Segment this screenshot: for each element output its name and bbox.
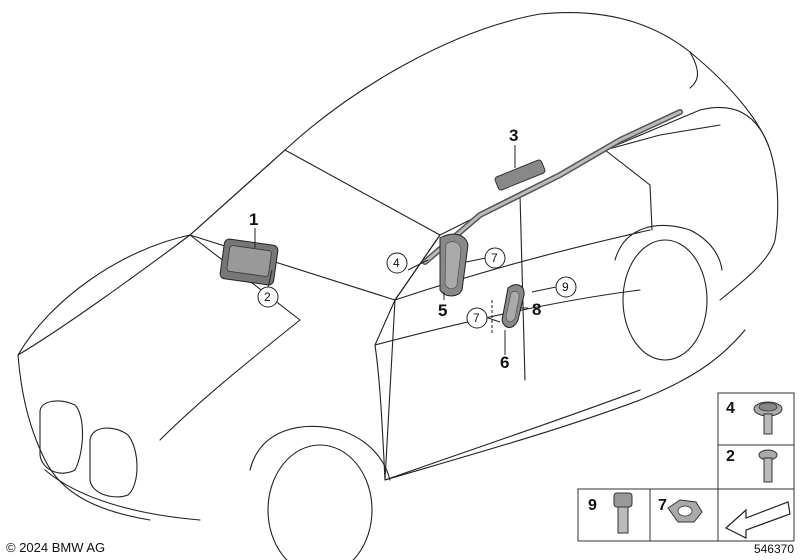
car-outline: [17, 11, 779, 560]
rear-side-airbag: [501, 284, 525, 328]
callout-7-top: 7: [491, 251, 498, 265]
callout-5: 5: [438, 301, 447, 320]
hardware-label-4: 4: [726, 400, 735, 417]
hardware-label-7: 7: [658, 497, 667, 514]
circled-callouts: [257, 247, 577, 329]
curtain-airbag: [422, 109, 683, 265]
callout-3: 3: [509, 126, 518, 145]
callout-7-bottom: 7: [473, 311, 480, 325]
leader-lines: [254, 145, 557, 355]
callout-4: 4: [393, 256, 400, 270]
direction-arrow-icon: [724, 501, 791, 539]
screw-2-icon: [758, 449, 778, 483]
callout-1: 1: [249, 210, 258, 229]
hardware-label-9: 9: [588, 497, 597, 514]
bolt-9-icon: [613, 492, 633, 534]
copyright-text: © 2024 BMW AG: [6, 540, 106, 555]
callout-9: 9: [562, 280, 569, 294]
screw-4-icon: [753, 401, 783, 435]
callout-2: 2: [264, 290, 271, 304]
nut-7-icon: [667, 499, 703, 523]
front-side-airbag: [439, 233, 469, 297]
passenger-airbag-module: [219, 238, 279, 286]
hardware-label-2: 2: [726, 448, 735, 465]
callout-8: 8: [532, 300, 541, 319]
document-number: 546370: [753, 542, 794, 556]
callout-6: 6: [500, 353, 509, 372]
